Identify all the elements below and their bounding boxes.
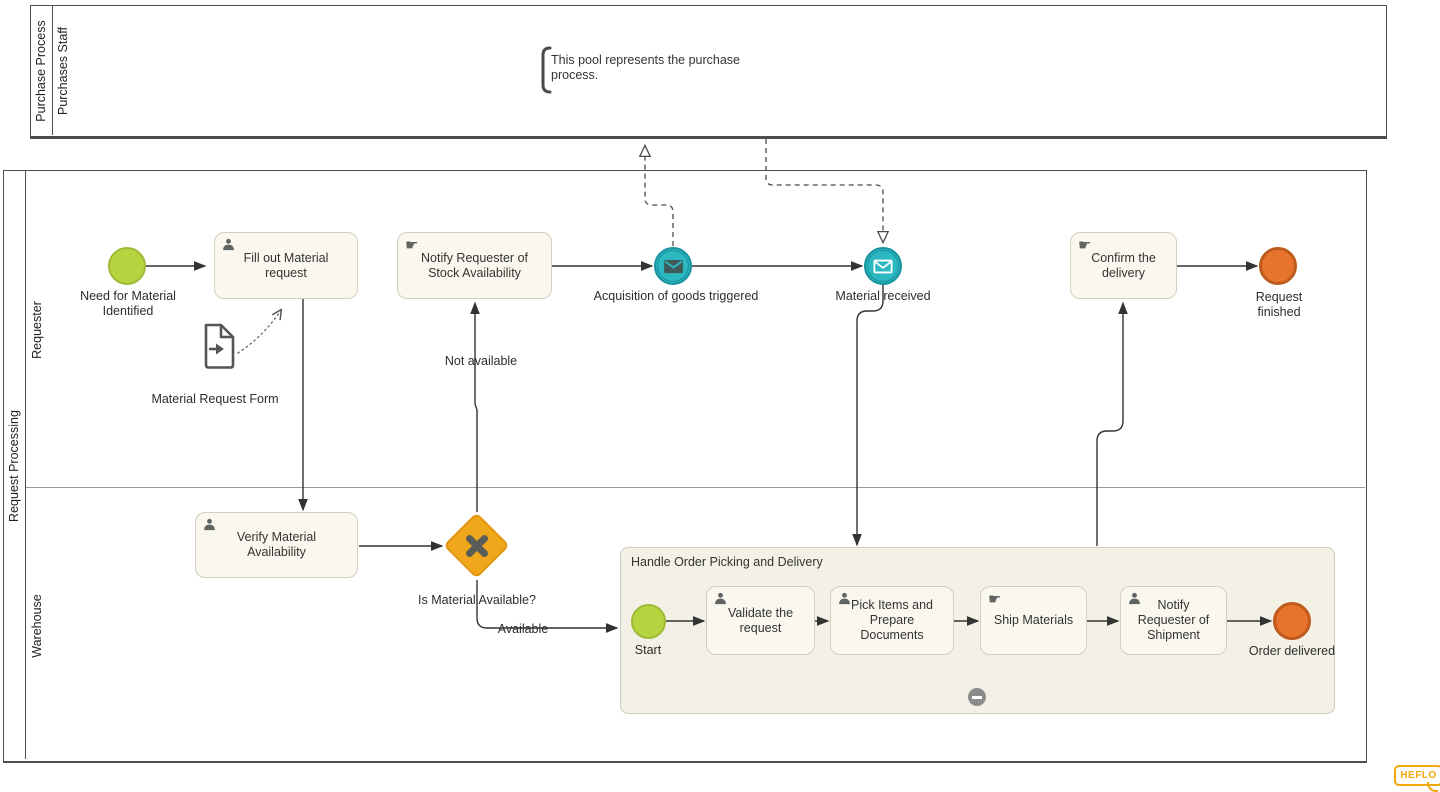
user-icon xyxy=(203,518,216,535)
lane-divider-requester-warehouse xyxy=(26,487,1365,488)
hand-icon: ☛ xyxy=(988,590,1002,608)
gateway-x-icon xyxy=(465,534,489,558)
message-throw-event-label: Acquisition of goods triggered xyxy=(593,289,759,303)
task-notify-stock-availability[interactable]: ☛ Notify Requester of Stock Availability xyxy=(397,232,552,299)
pool-purchase-process xyxy=(30,5,1387,139)
end-event-order-delivered-label: Order delivered xyxy=(1248,644,1336,658)
start-event-sub-label: Start xyxy=(634,643,662,657)
pool-purchase-title: Purchase Process xyxy=(34,20,48,122)
end-event-order-delivered[interactable] xyxy=(1273,602,1311,640)
task-label: Pick Items and Prepare Documents xyxy=(851,598,933,642)
start-event-sub[interactable] xyxy=(631,604,666,639)
user-icon xyxy=(1128,592,1141,609)
annotation-text: This pool represents the purchase proces… xyxy=(551,53,740,82)
end-event-request-finished[interactable] xyxy=(1259,247,1297,285)
data-object-icon[interactable] xyxy=(200,322,238,370)
task-verify-material-availability[interactable]: Verify Material Availability xyxy=(195,512,358,578)
task-label: Validate the request xyxy=(727,605,794,635)
subprocess-title: Handle Order Picking and Delivery xyxy=(631,555,823,569)
user-icon xyxy=(838,592,851,609)
task-confirm-delivery[interactable]: ☛ Confirm the delivery xyxy=(1070,232,1177,299)
task-validate-request[interactable]: Validate the request xyxy=(706,586,815,655)
pool-request-label-divider xyxy=(25,171,26,759)
envelope-filled-icon xyxy=(663,259,683,273)
heflo-logo[interactable]: HEFLO xyxy=(1394,765,1440,792)
pool-purchase-label-divider xyxy=(52,6,53,135)
pool-request-title: Request Processing xyxy=(7,410,21,522)
message-catch-event-material-received[interactable] xyxy=(864,247,902,285)
gateway-is-material-available[interactable] xyxy=(443,512,511,580)
user-icon xyxy=(222,238,235,255)
message-throw-event-acquisition[interactable] xyxy=(654,247,692,285)
user-icon xyxy=(714,592,727,609)
task-label: Notify Requester of Stock Availability xyxy=(421,250,528,280)
data-object-label: Material Request Form xyxy=(151,392,279,406)
hand-icon: ☛ xyxy=(405,236,419,254)
subprocess-collapse-button[interactable] xyxy=(968,688,986,706)
hand-icon: ☛ xyxy=(1078,236,1092,254)
task-label: Ship Materials xyxy=(993,613,1074,628)
gateway-label: Is Material Available? xyxy=(418,593,536,607)
start-event-need[interactable] xyxy=(108,247,146,285)
envelope-outline-icon xyxy=(873,259,893,273)
message-catch-event-label: Material received xyxy=(835,289,931,303)
task-label: Notify Requester of Shipment xyxy=(1137,598,1210,642)
task-ship-materials[interactable]: ☛ Ship Materials xyxy=(980,586,1087,655)
lane-purchases-staff-label: Purchases Staff xyxy=(56,27,70,116)
annotation-bracket-icon xyxy=(541,46,552,94)
task-pick-items[interactable]: Pick Items and Prepare Documents xyxy=(830,586,954,655)
lane-warehouse-label: Warehouse xyxy=(30,594,44,658)
task-fill-out-material-request[interactable]: Fill out Material request xyxy=(214,232,358,299)
task-label: Confirm the delivery xyxy=(1091,250,1156,280)
task-label: Fill out Material request xyxy=(243,250,329,280)
task-label: Verify Material Availability xyxy=(236,530,317,559)
task-notify-shipment[interactable]: Notify Requester of Shipment xyxy=(1120,586,1227,655)
start-event-need-label: Need for Material Identified xyxy=(80,289,176,318)
flow-label-available: Available xyxy=(497,622,549,636)
lane-requester-label: Requester xyxy=(30,301,44,359)
end-event-request-finished-label: Request finished xyxy=(1255,290,1303,319)
flow-label-not-available: Not available xyxy=(444,354,518,368)
